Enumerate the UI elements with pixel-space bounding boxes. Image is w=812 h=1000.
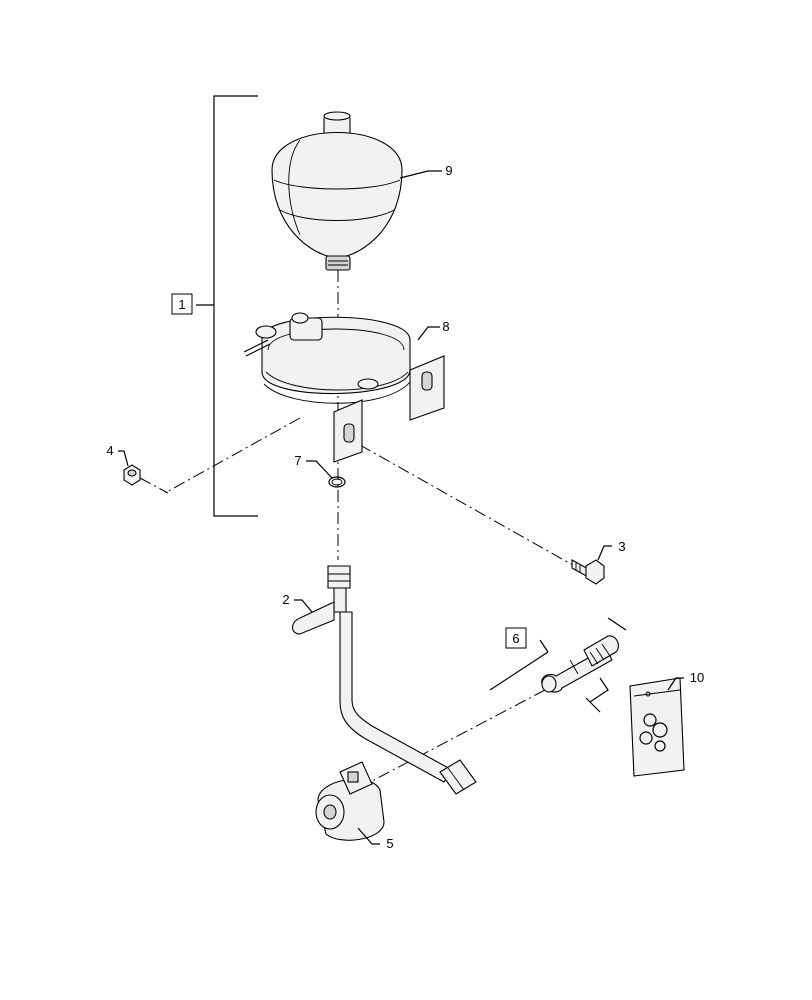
tube-icon[interactable] <box>291 565 477 795</box>
svg-text:6: 6 <box>512 631 519 646</box>
assembly-bracket-1 <box>196 95 258 517</box>
nut-icon[interactable] <box>123 464 141 486</box>
callout-8[interactable]: 8 <box>442 319 449 334</box>
callout-3[interactable]: 3 <box>618 539 625 554</box>
accumulator-icon[interactable] <box>271 111 403 271</box>
cartridge-valve-icon[interactable] <box>489 617 627 713</box>
callout-9[interactable]: 9 <box>445 163 452 178</box>
o-ring-icon[interactable] <box>328 476 346 488</box>
callout-1[interactable]: 1 <box>171 293 193 315</box>
svg-text:1: 1 <box>178 297 185 312</box>
bolt-icon[interactable] <box>571 559 605 585</box>
clamp-bracket-icon[interactable] <box>243 312 445 463</box>
leader-lines <box>118 170 684 845</box>
callout-5[interactable]: 5 <box>386 836 393 851</box>
callout-2[interactable]: 2 <box>282 592 289 607</box>
callout-7[interactable]: 7 <box>294 453 301 468</box>
solenoid-coil-icon[interactable] <box>315 761 385 841</box>
callout-4[interactable]: 4 <box>106 443 113 458</box>
callout-6[interactable]: 6 <box>505 627 527 649</box>
callout-10[interactable]: 10 <box>690 670 704 685</box>
seal-kit-bag-icon[interactable] <box>629 677 685 777</box>
